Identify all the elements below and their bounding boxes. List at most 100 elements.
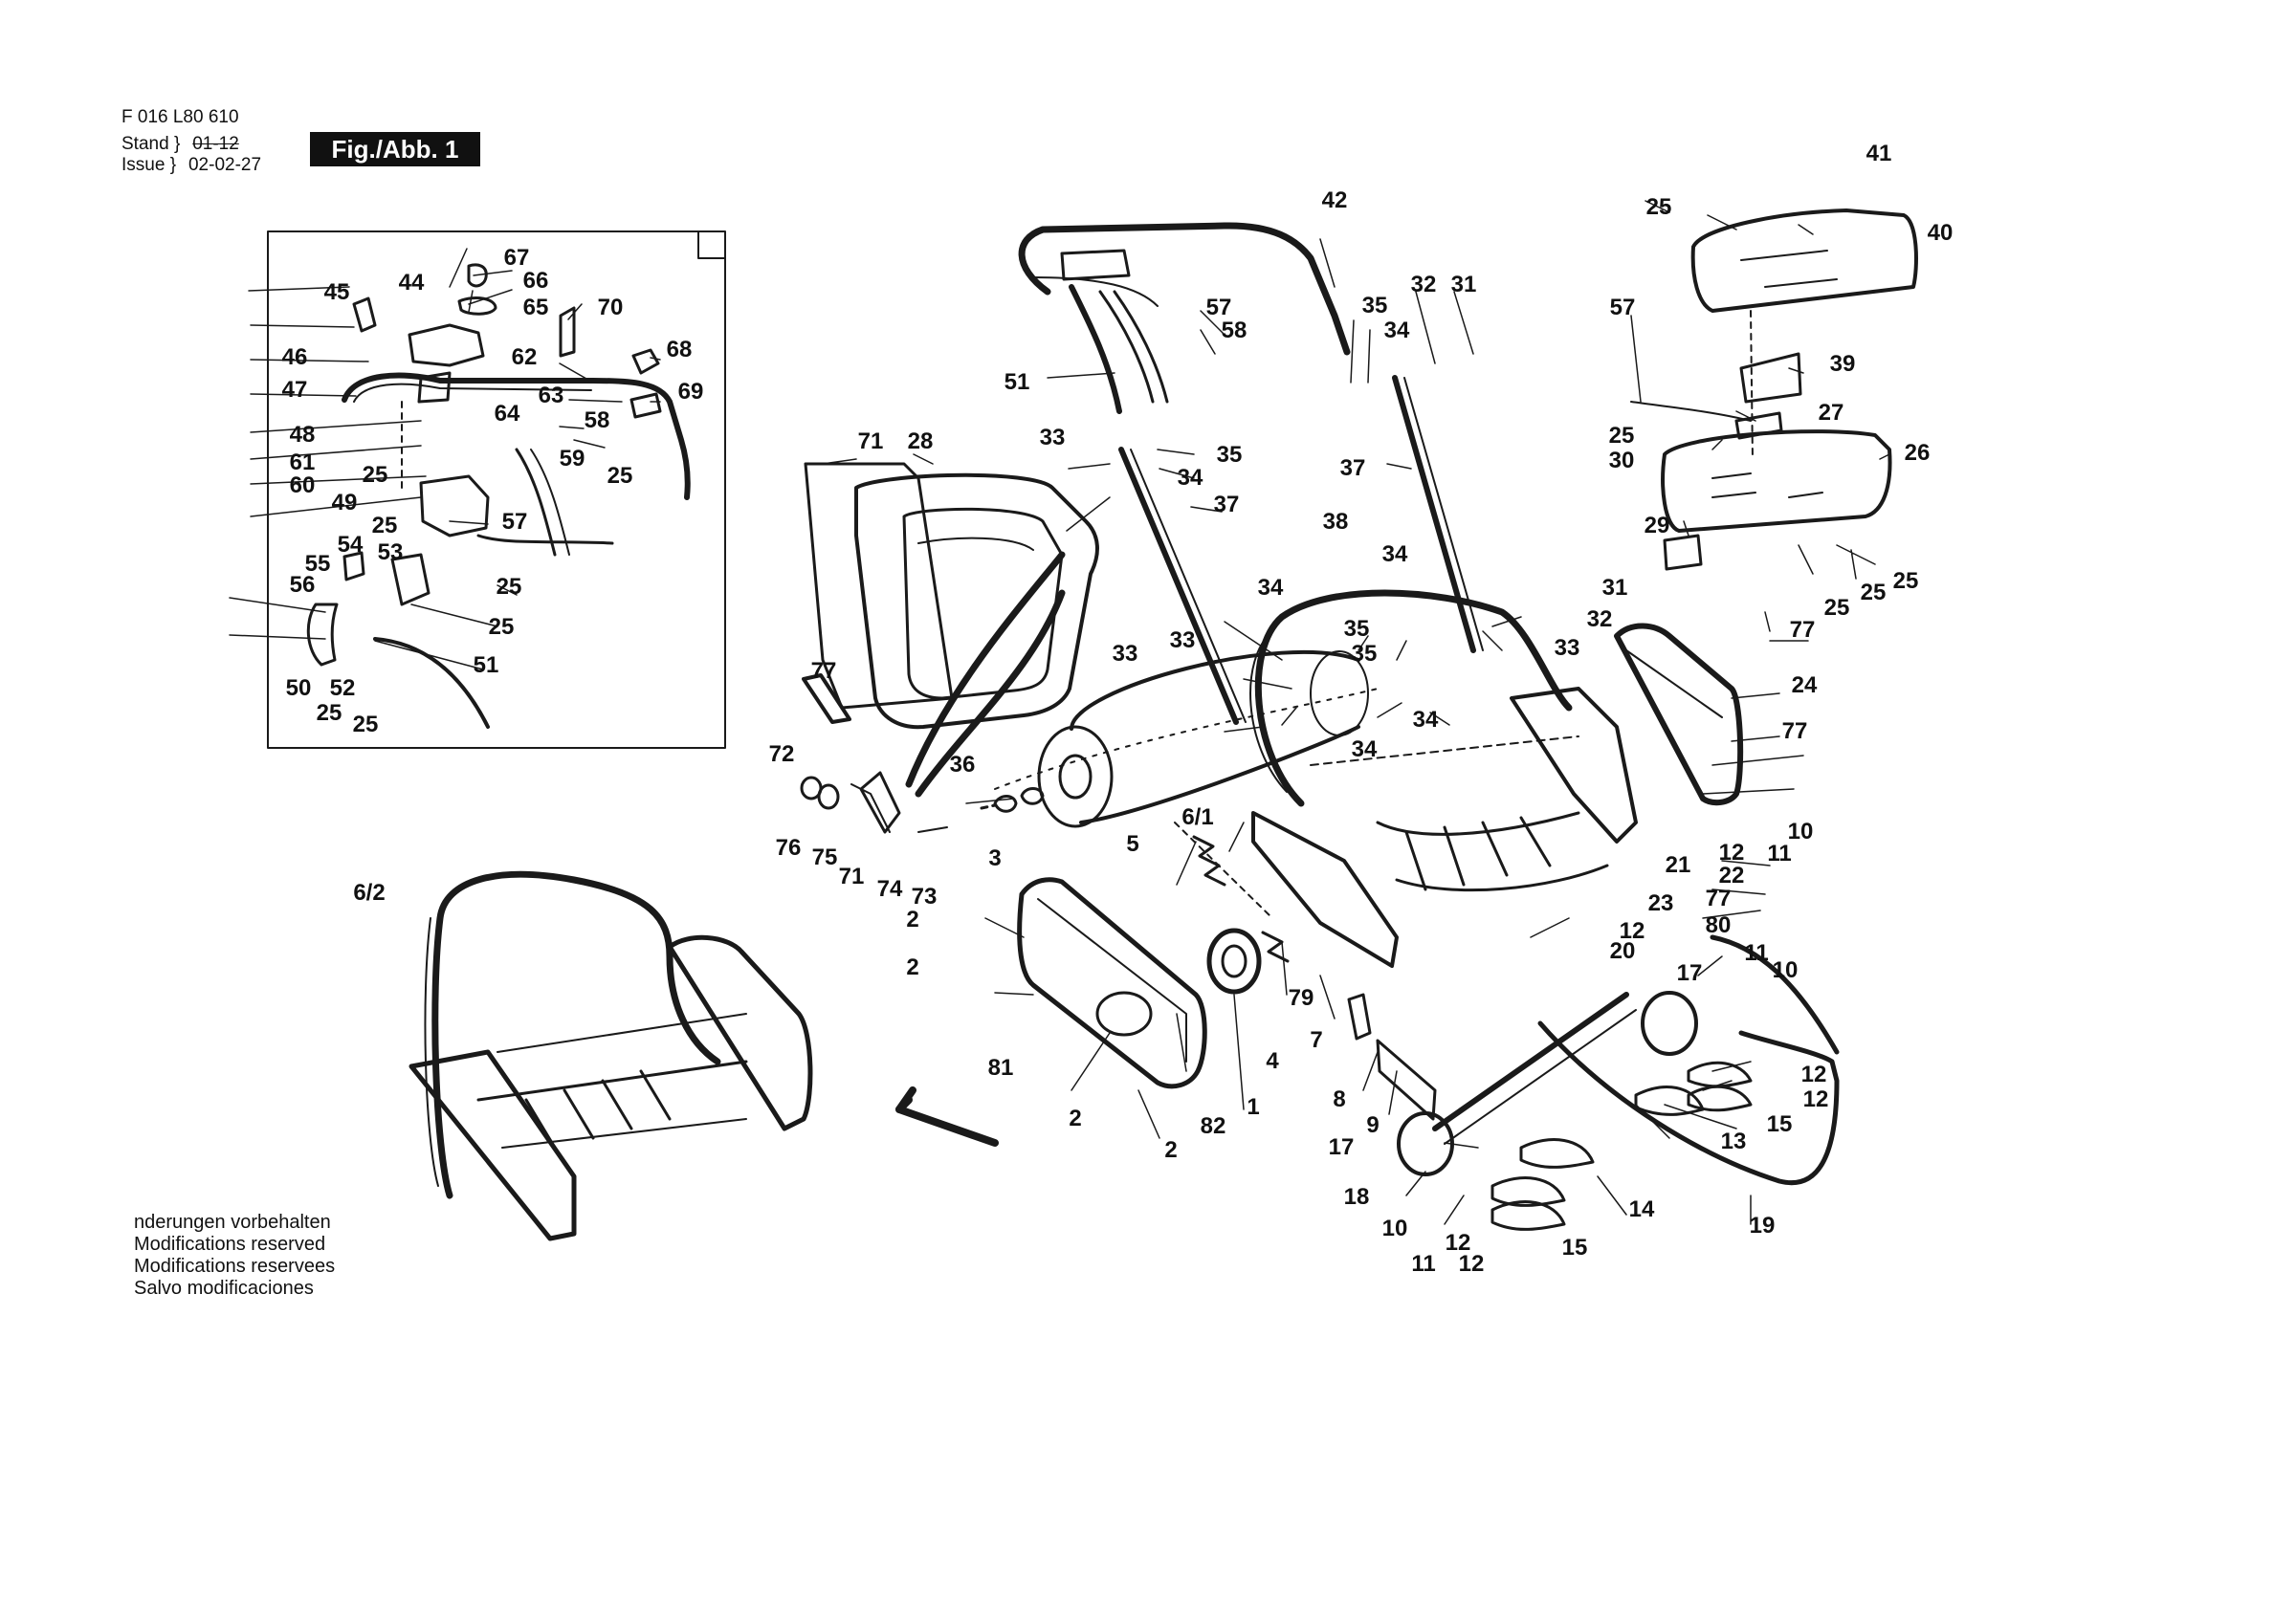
callout-74: 74 — [876, 876, 903, 902]
callout-12: 12 — [1458, 1251, 1485, 1277]
callout-35: 35 — [1343, 616, 1370, 642]
callout-12: 12 — [1445, 1230, 1471, 1256]
callout-64: 64 — [494, 401, 520, 427]
callout-57: 57 — [1609, 295, 1636, 320]
callout-80: 80 — [1705, 912, 1732, 938]
callout-28: 28 — [907, 428, 934, 454]
notice-line-fr: Modifications reservees — [134, 1256, 336, 1277]
callout-54: 54 — [337, 532, 364, 558]
callout-50: 50 — [285, 675, 312, 701]
callout-10: 10 — [1772, 957, 1799, 983]
callout-2: 2 — [1069, 1106, 1082, 1131]
callout-35: 35 — [1351, 641, 1378, 667]
callout-75: 75 — [811, 844, 838, 870]
callout-31: 31 — [1601, 575, 1628, 601]
callout-11: 11 — [1767, 841, 1792, 866]
callout-33: 33 — [1039, 425, 1066, 450]
callout-26: 26 — [1904, 440, 1931, 466]
issue-value: 02-02-27 — [188, 155, 262, 175]
callout-10: 10 — [1381, 1216, 1408, 1241]
callout-36: 36 — [949, 752, 976, 778]
callout-58: 58 — [584, 407, 610, 433]
callout-29: 29 — [1644, 513, 1670, 538]
callout-77: 77 — [810, 658, 837, 684]
callout-69: 69 — [677, 379, 704, 405]
callout-45: 45 — [323, 279, 350, 305]
callout-25: 25 — [1823, 595, 1850, 621]
callout-73: 73 — [911, 884, 938, 910]
callout-37: 37 — [1213, 492, 1240, 517]
callout-6/2: 6/2 — [353, 880, 386, 906]
stand-line: Stand } 01-12 — [121, 134, 239, 155]
notice-line-es: Salvo modificaciones — [134, 1278, 314, 1299]
callout-37: 37 — [1339, 455, 1366, 481]
callout-35: 35 — [1216, 442, 1243, 468]
callout-52: 52 — [329, 675, 356, 701]
callout-47: 47 — [281, 377, 308, 403]
callout-25: 25 — [607, 463, 633, 489]
callout-24: 24 — [1791, 672, 1818, 698]
callout-48: 48 — [289, 422, 316, 448]
callout-12: 12 — [1800, 1062, 1827, 1087]
callout-13: 13 — [1720, 1129, 1747, 1154]
callout-3: 3 — [988, 845, 1002, 871]
callout-11: 11 — [1744, 940, 1769, 966]
callout-65: 65 — [522, 295, 549, 320]
callout-40: 40 — [1927, 220, 1954, 246]
callout-25: 25 — [488, 614, 515, 640]
callout-9: 9 — [1366, 1112, 1380, 1138]
callout-72: 72 — [768, 741, 795, 767]
callout-57: 57 — [1205, 295, 1232, 320]
callout-25: 25 — [1892, 568, 1919, 594]
callout-49: 49 — [331, 490, 358, 515]
callout-32: 32 — [1410, 272, 1437, 297]
callout-25: 25 — [362, 462, 388, 488]
callout-58: 58 — [1221, 318, 1247, 343]
callout-15: 15 — [1766, 1111, 1793, 1137]
callout-25: 25 — [1645, 194, 1672, 220]
callout-62: 62 — [511, 344, 538, 370]
callout-39: 39 — [1829, 351, 1856, 377]
callout-34: 34 — [1351, 736, 1378, 762]
callout-25: 25 — [316, 700, 342, 726]
callout-17: 17 — [1328, 1134, 1355, 1160]
notice-line-en: Modifications reserved — [134, 1234, 326, 1255]
callout-10: 10 — [1787, 819, 1814, 844]
callout-2: 2 — [1164, 1137, 1178, 1163]
callout-76: 76 — [775, 835, 802, 861]
callout-51: 51 — [1004, 369, 1030, 395]
callout-21: 21 — [1665, 852, 1691, 878]
figure-label: Fig./Abb. 1 — [310, 132, 480, 166]
callout-6/1: 6/1 — [1181, 804, 1214, 830]
callout-42: 42 — [1321, 187, 1348, 213]
callout-11: 11 — [1411, 1251, 1436, 1277]
callout-34: 34 — [1177, 465, 1203, 491]
callout-77: 77 — [1705, 886, 1732, 911]
callout-59: 59 — [559, 446, 585, 472]
callout-14: 14 — [1628, 1196, 1655, 1222]
callout-32: 32 — [1586, 606, 1613, 632]
notice-line-de: nderungen vorbehalten — [134, 1212, 331, 1233]
callout-46: 46 — [281, 344, 308, 370]
callout-25: 25 — [352, 712, 379, 737]
callout-4: 4 — [1266, 1048, 1279, 1074]
callout-2: 2 — [906, 907, 919, 932]
callout-35: 35 — [1361, 293, 1388, 318]
callout-71: 71 — [857, 428, 884, 454]
callout-66: 66 — [522, 268, 549, 294]
callout-8: 8 — [1333, 1086, 1346, 1112]
callout-38: 38 — [1322, 509, 1349, 535]
callout-25: 25 — [496, 574, 522, 600]
callout-25: 25 — [1608, 423, 1635, 449]
callout-71: 71 — [838, 864, 865, 889]
callout-81: 81 — [987, 1055, 1014, 1081]
callout-5: 5 — [1126, 831, 1139, 857]
callout-63: 63 — [538, 383, 564, 408]
modifications-notice: nderungen vorbehalten Modifications rese… — [134, 1212, 335, 1300]
callout-44: 44 — [398, 270, 425, 296]
callout-60: 60 — [289, 472, 316, 498]
callout-33: 33 — [1554, 635, 1580, 661]
callout-25: 25 — [371, 513, 398, 538]
callout-27: 27 — [1818, 400, 1844, 426]
